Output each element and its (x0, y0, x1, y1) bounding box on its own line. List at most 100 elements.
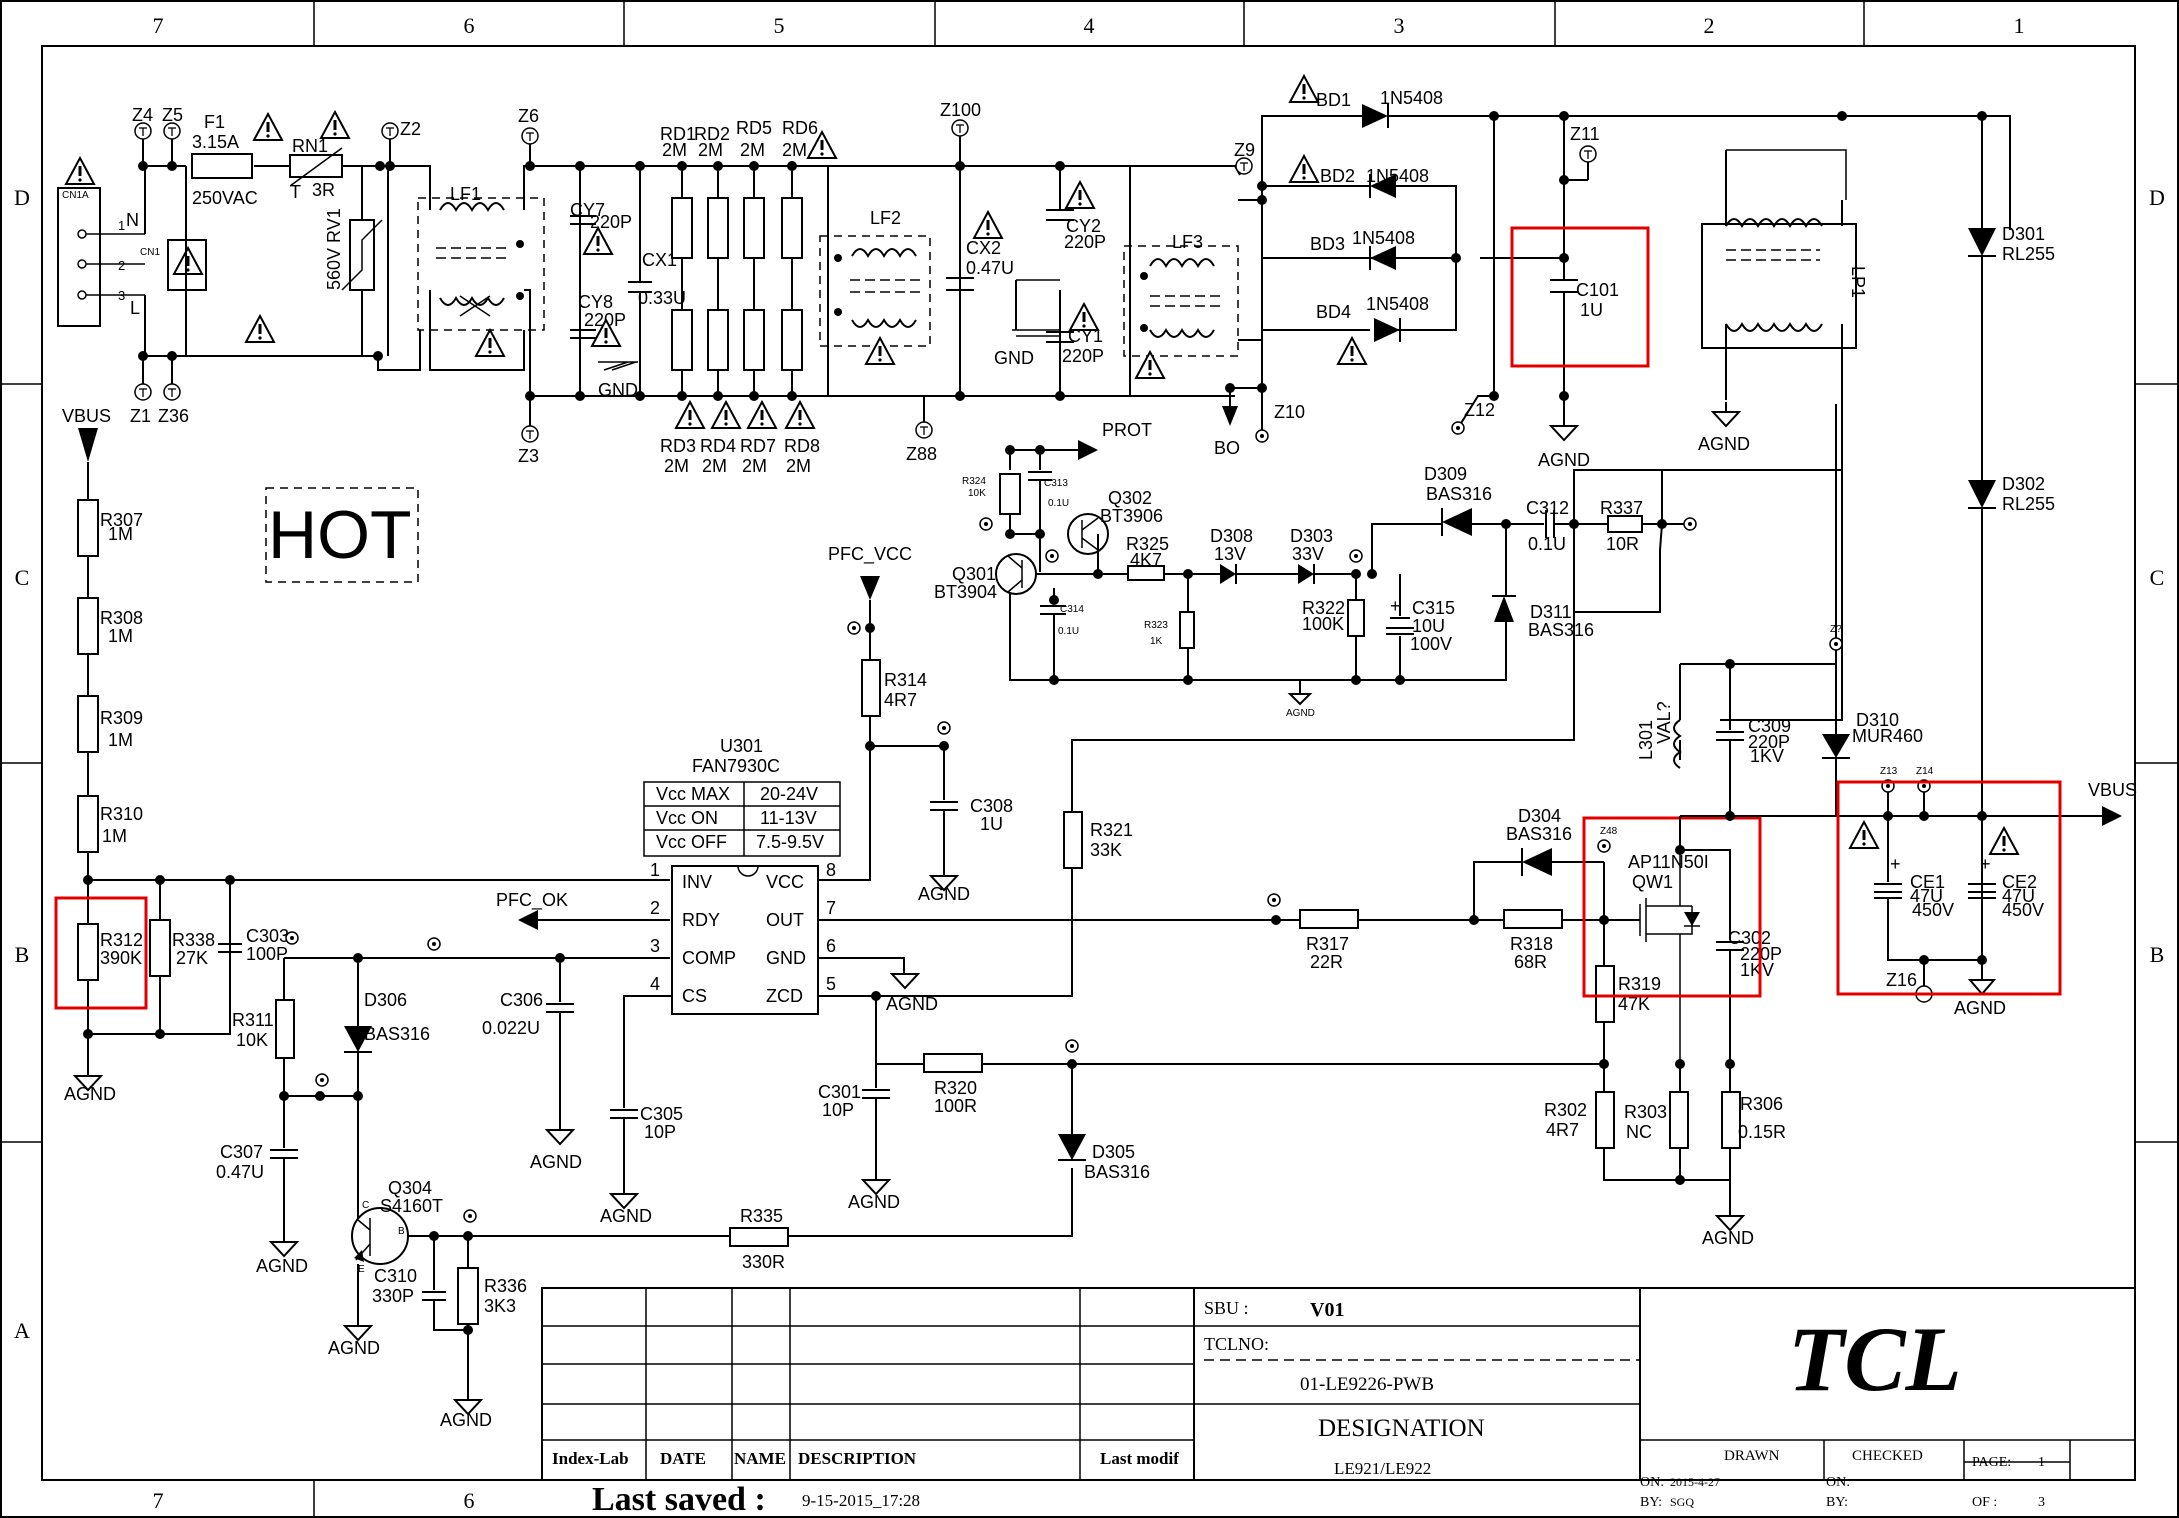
svg-text:N: N (126, 210, 139, 230)
svg-text:Z14: Z14 (1916, 766, 1934, 777)
svg-text:LF3: LF3 (1172, 232, 1203, 252)
svg-text:LF1: LF1 (450, 184, 481, 204)
svg-text:1U: 1U (1580, 300, 1603, 320)
bulk-capacitors: + CE1 47U 450V + CE2 47U 450V Z13 Z14 Z1… (1836, 766, 2062, 1018)
svg-text:R302: R302 (1544, 1100, 1587, 1120)
svg-text:390K: 390K (100, 948, 142, 968)
svg-text:9-15-2015_17:28: 9-15-2015_17:28 (802, 1491, 920, 1510)
svg-text:8: 8 (826, 860, 836, 880)
svg-text:D305: D305 (1092, 1142, 1135, 1162)
svg-text:LP1: LP1 (1848, 266, 1868, 298)
svg-text:L301: L301 (1636, 720, 1656, 760)
svg-text:C308: C308 (970, 796, 1013, 816)
svg-text:Vcc OFF: Vcc OFF (656, 832, 727, 852)
svg-text:2M: 2M (742, 456, 767, 476)
svg-text:47U: 47U (2002, 886, 2035, 906)
svg-text:0.1U: 0.1U (1058, 626, 1079, 637)
svg-text:RD2: RD2 (694, 124, 730, 144)
sense-resistors: R302 4R7 R303 NC R306 0.15R AGND (1544, 1059, 1786, 1248)
svg-text:0.47U: 0.47U (216, 1162, 264, 1182)
svg-text:TCLNO:: TCLNO: (1204, 1334, 1269, 1354)
svg-text:10P: 10P (822, 1100, 854, 1120)
cap-c101: C101 1U Z11 AGND Z12 (1451, 116, 1650, 470)
svg-text:4R7: 4R7 (1546, 1120, 1579, 1140)
svg-text:AGND: AGND (1538, 450, 1590, 470)
svg-text:C312: C312 (1526, 498, 1569, 518)
svg-text:1N5408: 1N5408 (1366, 294, 1429, 314)
highlight-c101 (1510, 226, 1650, 368)
svg-text:Z88: Z88 (906, 444, 937, 464)
svg-text:AP11N50I: AP11N50I (1628, 852, 1709, 872)
svg-text:CN1A: CN1A (62, 190, 89, 201)
svg-text:AGND: AGND (1702, 1228, 1754, 1248)
svg-text:SBU :: SBU : (1204, 1298, 1249, 1318)
column-label: 4 (1084, 13, 1095, 38)
svg-text:2M: 2M (786, 456, 811, 476)
svg-text:Index-Lab: Index-Lab (552, 1449, 629, 1468)
pfc-controller-u301: U301 FAN7930C Vcc MAX 20-24V Vcc ON 11-1… (482, 469, 1663, 1226)
svg-text:BD4: BD4 (1316, 302, 1351, 322)
svg-text:3: 3 (2038, 1495, 2045, 1510)
svg-text:R336: R336 (484, 1276, 527, 1296)
svg-text:Z11: Z11 (1570, 124, 1600, 144)
svg-text:BAS316: BAS316 (1426, 484, 1492, 504)
svg-text:R321: R321 (1090, 820, 1133, 840)
svg-text:Z13: Z13 (1880, 766, 1898, 777)
row-label: C (2150, 565, 2165, 590)
svg-text:C314: C314 (1060, 604, 1084, 615)
svg-text:2M: 2M (702, 456, 727, 476)
svg-text:Z12: Z12 (1464, 400, 1495, 420)
svg-text:E: E (358, 1264, 365, 1275)
svg-text:C307: C307 (220, 1142, 263, 1162)
svg-text:NC: NC (1626, 1122, 1652, 1142)
svg-text:Z?: Z? (1830, 624, 1842, 635)
svg-text:Z6: Z6 (518, 106, 539, 126)
svg-text:Z36: Z36 (158, 406, 189, 426)
svg-text:1KV: 1KV (1750, 746, 1784, 766)
svg-text:L: L (130, 298, 140, 318)
svg-text:+: + (1890, 854, 1901, 874)
svg-text:BAS316: BAS316 (1084, 1162, 1150, 1182)
svg-text:R323: R323 (1144, 620, 1168, 631)
svg-text:C309: C309 (1748, 716, 1791, 736)
svg-text:6: 6 (826, 936, 836, 956)
svg-text:CE1: CE1 (1910, 872, 1945, 892)
svg-text:AGND: AGND (530, 1152, 582, 1172)
svg-text:220P: 220P (1062, 346, 1104, 366)
svg-text:MUR460: MUR460 (1852, 726, 1923, 746)
svg-text:BAS316: BAS316 (1506, 824, 1572, 844)
svg-text:GND: GND (598, 380, 638, 400)
svg-text:Q301: Q301 (952, 564, 996, 584)
svg-text:Last modif: Last modif (1100, 1449, 1179, 1468)
svg-text:U301: U301 (720, 736, 763, 756)
svg-text:BO: BO (1214, 438, 1240, 458)
varistor-rv1: 560V RV1 (244, 166, 383, 356)
svg-text:TCL: TCL (1788, 1308, 1962, 1410)
svg-text:C301: C301 (818, 1082, 861, 1102)
svg-text:S4160T: S4160T (380, 1196, 443, 1216)
svg-text:0.47U: 0.47U (966, 258, 1014, 278)
svg-text:Z2: Z2 (400, 119, 421, 139)
svg-text:DATE: DATE (660, 1449, 706, 1468)
svg-text:3R: 3R (312, 180, 335, 200)
svg-text:10U: 10U (1412, 616, 1445, 636)
svg-text:BD1: BD1 (1316, 90, 1351, 110)
svg-text:47K: 47K (1618, 994, 1650, 1014)
svg-text:Z5: Z5 (162, 105, 183, 125)
highlight-qw1 (1582, 816, 1762, 998)
svg-text:RD3: RD3 (660, 436, 696, 456)
column-labels: 7 6 5 4 3 2 1 7 6 D C B A D C B (14, 13, 2165, 1513)
svg-text:AGND: AGND (328, 1338, 380, 1358)
testpoints-top: Z4 Z5 Z2 Z1 Z36 Z6 Z3 Z100 Z88 (130, 100, 981, 466)
svg-text:R307: R307 (100, 510, 143, 530)
svg-text:CY8: CY8 (578, 292, 613, 312)
svg-text:DESCRIPTION: DESCRIPTION (798, 1449, 917, 1468)
svg-text:PFC_VCC: PFC_VCC (828, 544, 912, 565)
svg-text:VBUS: VBUS (2088, 780, 2137, 800)
svg-text:100V: 100V (1410, 634, 1452, 654)
vbus-divider: VBUS R307 1M R308 1M R309 1M R310 1M R31… (54, 406, 1073, 1430)
svg-text:Last saved :: Last saved : (592, 1481, 766, 1518)
svg-text:1U: 1U (980, 814, 1003, 834)
common-mode-choke-lf2: LF2 (819, 208, 931, 366)
svg-text:C305: C305 (640, 1104, 683, 1124)
